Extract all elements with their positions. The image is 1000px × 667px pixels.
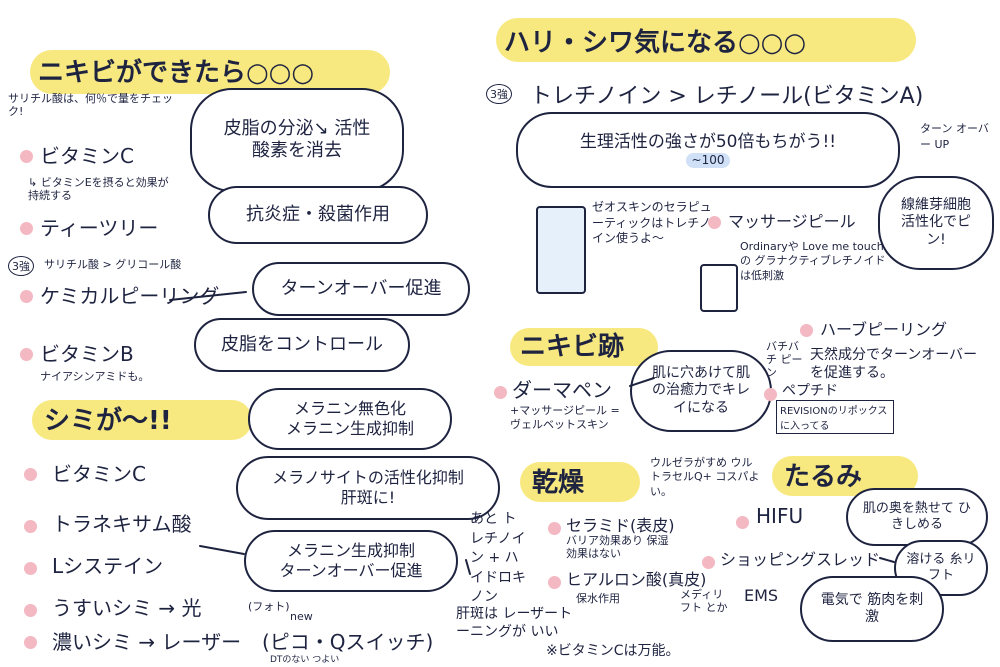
spots-bubble: メラニン生成抑制 ターンオーバー促進 xyxy=(244,530,458,592)
spots-bubble-text: メラニン無色化 xyxy=(293,399,406,418)
retinoid-compare: トレチノイン > レチノール(ビタミンA) xyxy=(530,84,924,109)
bullet-dot xyxy=(24,468,37,481)
scars-item-label: ダーマペン xyxy=(512,378,612,402)
strong-tag: 3強 xyxy=(486,84,512,104)
bullet-dot xyxy=(548,522,561,535)
dry-item-label: セラミド(表皮) xyxy=(566,516,675,535)
bullet-dot xyxy=(24,520,37,533)
lift-note: メディリフト とか xyxy=(680,588,728,615)
sag-title: たるみ xyxy=(784,462,863,492)
spots-item-label: ビタミンC xyxy=(52,462,146,486)
spots-bubble-text: メラニン生成抑制 xyxy=(285,419,414,438)
spots-title: シミが〜!! xyxy=(44,406,172,436)
acne-item-label: ケミカルピーリング xyxy=(40,284,220,308)
laser-note: 肝斑は レーザートーニングが いい xyxy=(456,606,573,640)
acne-bubble: 皮脂をコントロール xyxy=(194,318,410,372)
bullet-dot xyxy=(702,556,715,569)
acne-bubble-text: 皮脂をコントロール xyxy=(221,333,383,355)
sag-item-label: EMS xyxy=(744,586,779,605)
peptide-note: REVISIONのリポックスに入ってる xyxy=(776,400,894,434)
scars-item-sub: +マッサージピール = ヴェルベットスキン xyxy=(510,404,620,432)
pico-dt-note: DTのない つよい xyxy=(270,655,340,665)
acne-item-pre: サリチル酸 > グリコール酸 xyxy=(44,258,182,271)
spots-item-note: (フォト) xyxy=(248,600,290,613)
ordinary-note: Ordinaryや Love me touchの グラナクティブレチノイドは低刺… xyxy=(740,240,886,282)
bullet-dot xyxy=(20,290,33,303)
pico-new-note: new xyxy=(290,610,313,623)
spots-bubble-text: メラノサイトの活性化抑制 xyxy=(272,468,464,487)
spots-item-label: トラネキサム酸 xyxy=(52,512,192,536)
bullet-dot xyxy=(24,636,37,649)
acne-note: サリチル酸は、何％で量をチェック! xyxy=(8,92,173,119)
sag-item-label: HIFU xyxy=(756,504,804,528)
scars-title: ニキビ跡 xyxy=(520,332,625,362)
thread-bubble-text: 溶ける 糸リフト xyxy=(906,551,976,583)
bullet-dot xyxy=(736,516,749,529)
herb-side-note: バチバチ ピーン xyxy=(766,340,803,380)
herb-note: 天然成分でターンオーバーを促進する。 xyxy=(810,347,978,382)
spots-item-label: うすいシミ → 光 xyxy=(52,596,202,620)
bullet-dot xyxy=(708,216,721,229)
wrinkles-bubble-text: 生理活性の強さが50倍もちがう!! xyxy=(579,131,837,152)
fiber-bubble-text: 線維芽細胞 活性化でピン! xyxy=(901,196,971,248)
acne-item-sub: ↳ ビタミンEを摂ると効果が持続する xyxy=(28,176,169,203)
spots-bubble-text: 肝斑に! xyxy=(340,488,396,507)
spots-bubble: メラニン無色化 メラニン生成抑制 xyxy=(248,388,452,450)
spots-bubble-text: メラニン生成抑制 xyxy=(286,541,415,560)
acne-bubble: ターンオーバー促進 xyxy=(252,262,470,316)
ultra-note: ウルゼラがすめ ウルトラセルQ+ コスパよい。 xyxy=(650,456,760,498)
sag-item-label: ショッピングスレッド xyxy=(720,550,881,569)
bullet-dot xyxy=(548,576,561,589)
turnover-note: ターン オーバー UP xyxy=(920,122,989,151)
thread-bubble: 溶ける 糸リフト xyxy=(894,540,988,596)
peptide: ペプチド xyxy=(782,383,838,399)
bullet-dot xyxy=(800,324,813,337)
zo-note: ゼオスキンのセラピューティックはトレチノイン使うよ〜 xyxy=(592,200,712,246)
acne-item-label: ビタミンC xyxy=(40,144,134,168)
spots-bubble: メラノサイトの活性化抑制 肝斑に! xyxy=(236,456,500,520)
ordinary-bottle-icon xyxy=(700,264,738,312)
bullet-dot xyxy=(494,386,507,399)
acne-item-label: ビタミンB xyxy=(40,342,134,366)
acne-bubble-text: 抗炎症・殺菌作用 xyxy=(246,203,390,225)
spots-item-note: (ピコ・Qスイッチ) xyxy=(262,630,434,654)
spots-side-note: あと トレチノイン + ハイドロキノン xyxy=(470,511,526,606)
bullet-dot xyxy=(20,150,33,163)
scars-bubble-text: 肌に穴あけて肌の治癒力でキレイになる xyxy=(652,364,750,416)
strong-tag: 3強 xyxy=(8,256,34,276)
fiber-bubble: 線維芽細胞 活性化でピン! xyxy=(878,176,994,270)
herb-peel: ハーブピーリング xyxy=(820,320,948,339)
scars-bubble: 肌に穴あけて肌の治癒力でキレイになる xyxy=(630,350,772,432)
acne-bubble-text: 皮脂の分泌↘ 活性酸素を消去 xyxy=(223,117,371,162)
spots-item-label: Lシステイン xyxy=(52,554,164,578)
bullet-dot xyxy=(764,388,777,401)
ems-bubble: 電気で 筋肉を刺激 xyxy=(800,576,944,642)
wrinkles-bubble-sub: ~100 xyxy=(685,153,731,169)
zo-bottle-icon xyxy=(536,206,586,294)
wrinkles-bubble: 生理活性の強さが50倍もちがう!! ~100 xyxy=(516,112,900,188)
ems-bubble-text: 電気で 筋肉を刺激 xyxy=(820,591,924,626)
dry-item-label: ヒアルロン酸(真皮) xyxy=(566,570,707,589)
hifu-bubble-text: 肌の奥を熱せて ひきしめる xyxy=(862,500,972,532)
spots-bubble-text: ターンオーバー促進 xyxy=(279,561,423,580)
bullet-dot xyxy=(20,348,33,361)
acne-title: ニキビができたら○○○ xyxy=(38,58,315,88)
bullet-dot xyxy=(24,604,37,617)
bullet-dot xyxy=(24,562,37,575)
bullet-dot xyxy=(20,222,33,235)
acne-item-label: ティーツリー xyxy=(40,216,159,240)
acne-bubble: 抗炎症・殺菌作用 xyxy=(208,186,428,244)
wrinkles-title: ハリ・シワ気になる○○○ xyxy=(504,28,807,58)
acne-bubble-text: ターンオーバー促進 xyxy=(280,277,442,299)
acne-item-sub: ナイアシンアミドも。 xyxy=(40,370,150,383)
massage-peel: マッサージピール xyxy=(728,212,856,231)
spots-item-label: 濃いシミ → レーザー xyxy=(52,630,242,654)
dry-title: 乾燥 xyxy=(532,468,585,498)
dry-item-sub: バリア効果あり 保湿効果はない xyxy=(566,534,669,561)
dry-item-sub: 保水作用 xyxy=(576,592,620,605)
vitamin-c-footer: ※ビタミンCは万能。 xyxy=(546,643,680,659)
